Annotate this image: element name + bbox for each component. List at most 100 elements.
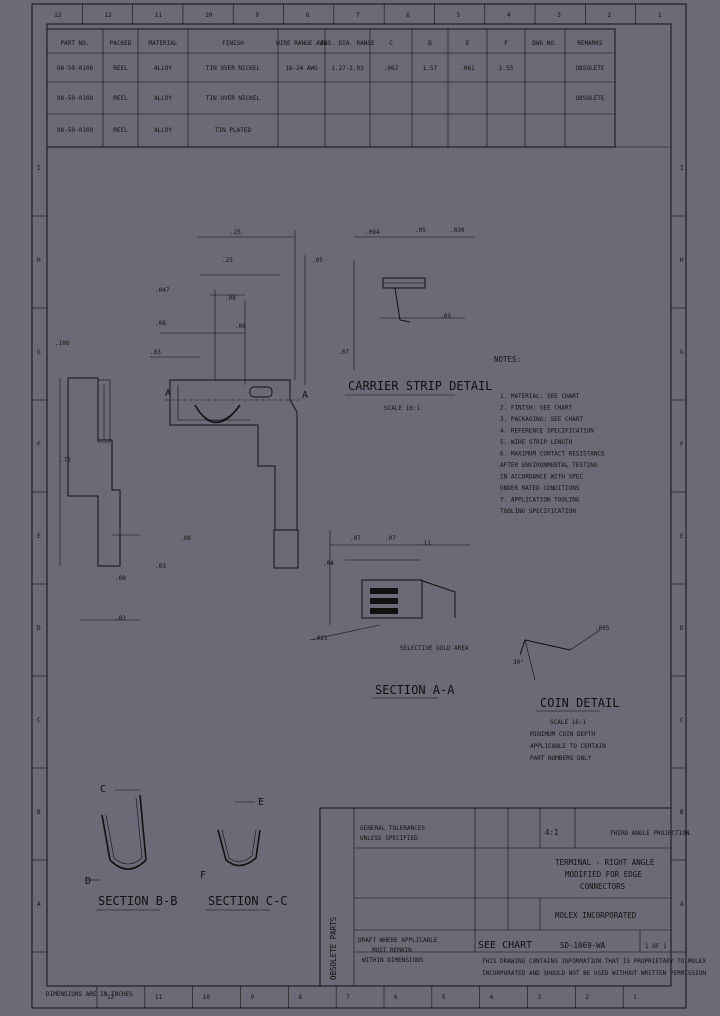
svg-text:.07: .07 (350, 535, 361, 542)
bottom-zone-label: 3 (538, 994, 542, 1001)
section-cc-title: SECTION C-C (208, 894, 287, 908)
dim-label-e: E (258, 797, 264, 808)
section-cc-view: E F SECTION C-C (200, 797, 287, 911)
general-tolerances: GENERAL TOLERANCES (360, 825, 425, 832)
right-zone-label: A (680, 901, 684, 908)
table-header: WIRE RANGE AWG (276, 40, 327, 47)
right-zone-label: D (680, 625, 684, 632)
table-header: D (428, 40, 432, 47)
drawing-number: SD-1069-WA (560, 941, 606, 950)
svg-text:.030: .030 (450, 227, 465, 234)
bottom-zone-label: 4 (490, 994, 494, 1001)
left-zone-label: H (37, 257, 41, 264)
table-cell: 1.57 (423, 65, 438, 72)
draft-note-1: DRAFT WHERE APPLICABLE (358, 937, 438, 944)
svg-text:.04: .04 (323, 560, 334, 567)
title-block: OBSOLETE PARTS GENERAL TOLERANCES UNLESS… (319, 807, 706, 987)
table-cell: ALLOY (154, 65, 172, 72)
title-line-2: MODIFIED FOR EDGE (565, 870, 642, 879)
bottom-zone-label: 7 (346, 994, 350, 1001)
table-header: PACKED (110, 40, 132, 47)
top-zone-label: 5 (457, 12, 461, 19)
table-cell: TIN OVER NICKEL (206, 65, 261, 72)
main-terminal-view: .25 .25 .05 .047 .08 .08 .06 .03 A A (150, 229, 323, 569)
note-line: 5. WIRE STRIP LENGTH (500, 439, 573, 446)
carrier-strip-detail: .094 .05 .030 .03 .07 CARRIER STRIP DETA… (338, 227, 493, 412)
svg-text:.25: .25 (222, 257, 233, 264)
svg-text:.07: .07 (338, 349, 349, 356)
svg-text:.021: .021 (313, 635, 328, 642)
table-header: MATERIAL (149, 40, 178, 47)
section-aa-title: SECTION A-A (375, 683, 455, 697)
top-zone-label: 3 (557, 12, 561, 19)
bottom-zone-label: 9 (251, 994, 255, 1001)
table-header: E (466, 40, 470, 47)
svg-text:.08: .08 (225, 295, 236, 302)
selective-gold-label: SELECTIVE GOLD AREA (400, 645, 469, 652)
note-line: 4. REFERENCE SPECIFICATION (500, 428, 594, 435)
note-line: IN ACCORDANCE WITH SPEC (500, 474, 583, 481)
table-header: INS. DIA. RANGE (320, 40, 375, 47)
note-line: 3. PACKAGING: SEE CHART (500, 416, 583, 423)
right-zone-label: G (680, 349, 684, 356)
table-cell: REEL (113, 95, 128, 102)
bottom-zone-label: 8 (298, 994, 302, 1001)
table-header: PART NO. (61, 40, 90, 47)
table-header: REMARKS (577, 40, 603, 47)
bottom-zone-label: 12 (107, 994, 115, 1001)
coin-note-line: SCALE 16:1 (550, 719, 587, 726)
note-line: 7. APPLICATION TOOLING (500, 497, 580, 504)
left-zone-label: D (37, 625, 41, 632)
svg-text:.005: .005 (595, 625, 610, 632)
table-header: F (504, 40, 508, 47)
left-zone-label: C (37, 717, 41, 724)
carrier-strip-title: CARRIER STRIP DETAIL (348, 379, 493, 393)
table-cell: OBSOLETE (576, 65, 605, 72)
top-zone-label: 12 (104, 12, 112, 19)
company-name: MOLEX INCORPORATED (555, 911, 637, 920)
table-cell: 08-50-0108 (57, 95, 94, 102)
table-cell: 08-50-0109 (57, 127, 94, 134)
svg-text:.11: .11 (420, 540, 431, 547)
top-zone-label: 11 (155, 12, 163, 19)
left-zone-label: B (37, 809, 41, 816)
table-cell: TIN OVER NICKEL (206, 95, 261, 102)
title-line-3: CONNECTORS (580, 882, 626, 891)
top-zone-label: 4 (507, 12, 511, 19)
svg-text:.72: .72 (60, 457, 71, 464)
section-marker-a-left: A (165, 388, 171, 399)
top-zone-label: 12 (54, 12, 62, 19)
top-zone-label: 7 (356, 12, 360, 19)
svg-text:.03: .03 (440, 313, 451, 320)
left-zone-label: A (37, 901, 41, 908)
obsolete-stamp: OBSOLETE PARTS (329, 916, 338, 980)
svg-text:SCALE 16:1: SCALE 16:1 (384, 405, 421, 412)
sheet-number: 1 OF 1 (645, 943, 667, 950)
left-zone-label: I (37, 165, 41, 172)
right-zone-label: E (680, 533, 684, 540)
svg-text:.05: .05 (415, 227, 426, 234)
svg-text:.03: .03 (150, 349, 161, 356)
svg-text:.03: .03 (155, 563, 166, 570)
section-bb-view: C D SECTION B-B (85, 784, 177, 911)
top-zone-label: 1 (658, 12, 662, 19)
proprietary-note-2: INCORPORATED AND SHOULD NOT BE USED WITH… (482, 970, 706, 977)
bottom-zone-label: 6 (394, 994, 398, 1001)
right-zone-label: B (680, 809, 684, 816)
table-cell: REEL (113, 127, 128, 134)
table-header: DWG NO. (532, 40, 557, 47)
table-cell: REEL (113, 65, 128, 72)
svg-text:.06: .06 (235, 323, 246, 330)
svg-text:.08: .08 (115, 575, 126, 582)
dim-label-c: C (100, 784, 106, 795)
bottom-zone-label: 5 (442, 994, 446, 1001)
table-cell: ALLOY (154, 127, 172, 134)
scale-value: 4:1 (545, 828, 559, 837)
coin-detail-title: COIN DETAIL (540, 696, 619, 710)
table-cell: TIN PLATED (215, 127, 252, 134)
